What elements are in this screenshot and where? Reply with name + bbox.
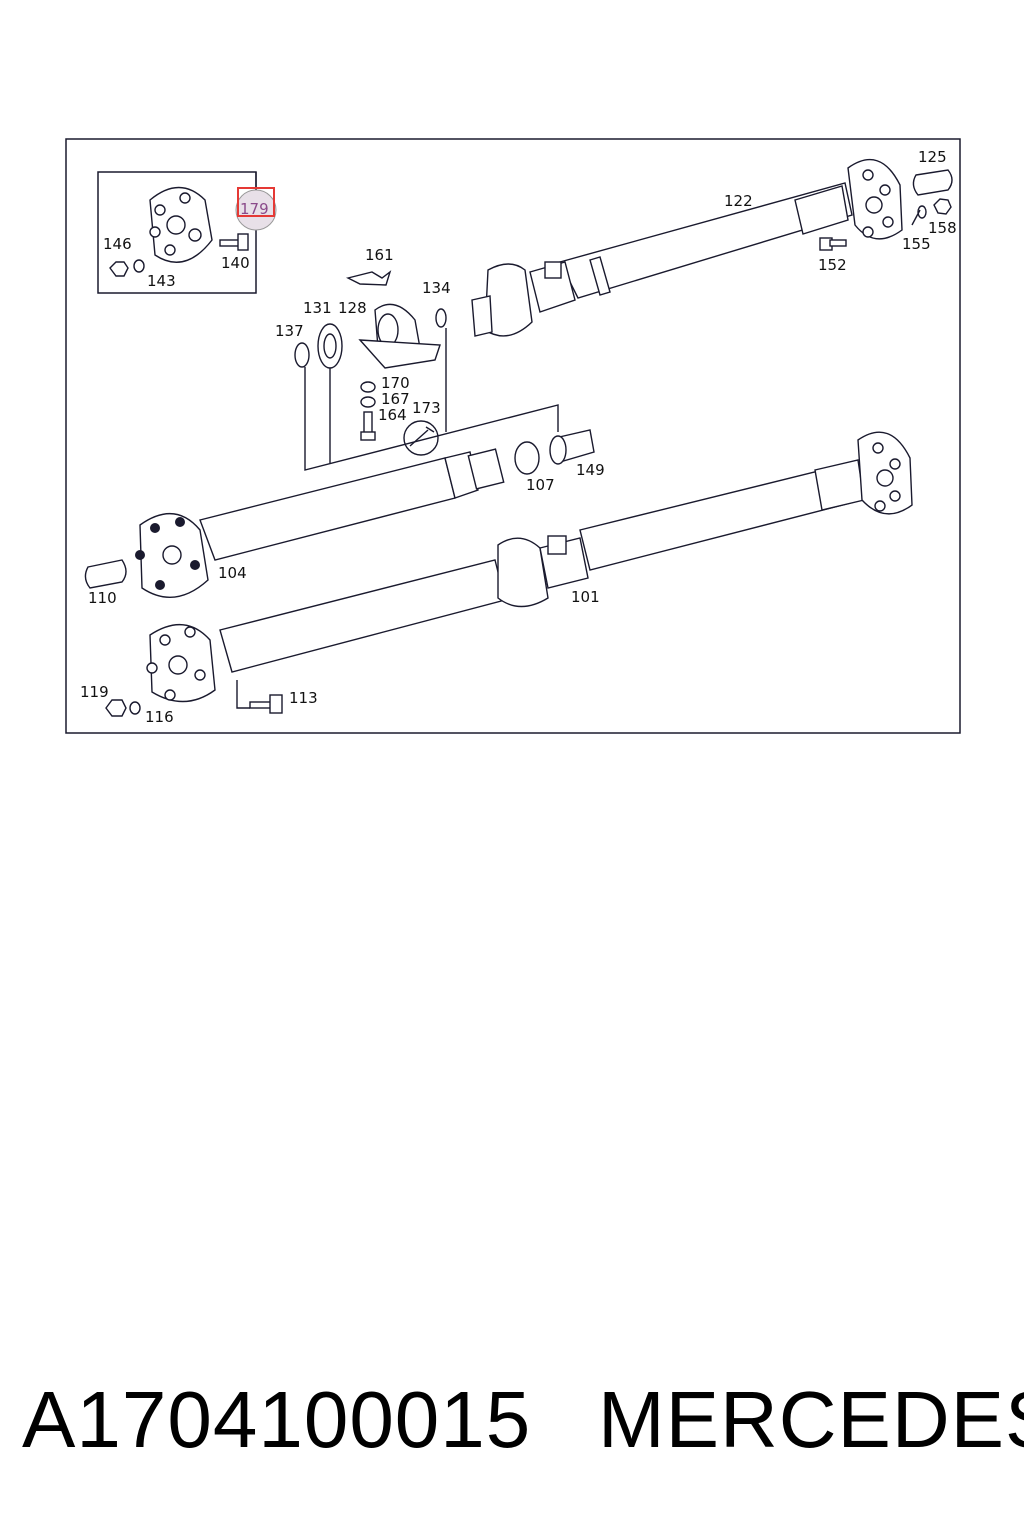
callout-158: 158 [928,219,957,237]
callout-119: 119 [80,683,109,701]
upper-universal-joint [471,261,576,337]
bolt-113 [249,694,283,714]
washer-170 [360,381,376,393]
callout-179-circle [235,189,277,231]
callout-143: 143 [147,272,176,290]
inset-washer-143 [133,259,145,273]
callout-101: 101 [571,588,600,606]
center-bearing-support-128 [358,303,441,369]
inset-bolt-140 [219,233,249,251]
bolt-152 [819,237,847,251]
brand-name: MERCEDES [598,1375,1024,1464]
callout-152: 152 [818,256,847,274]
callout-155: 155 [902,235,931,253]
callout-137: 137 [275,322,304,340]
callout-125: 125 [918,148,947,166]
callout-167: 167 [381,390,410,408]
tool-173 [403,420,439,456]
callout-110: 110 [88,589,117,607]
callout-140: 140 [221,254,250,272]
lower-universal-joint [497,535,589,608]
highlight-box-179 [237,187,275,217]
lower-flex-disc-right [857,431,913,515]
callout-149: 149 [576,461,605,479]
inset-nut-146 [109,261,129,277]
nut-107 [514,441,540,475]
lower-flex-disc-left [146,623,216,703]
footer: A1704100015 MERCEDES [0,1370,1024,1480]
callout-134: 134 [422,279,451,297]
callout-179: 179 [240,200,269,218]
callout-146: 146 [103,235,132,253]
callout-122: 122 [724,192,753,210]
nut-119 [105,699,127,717]
middle-propeller-shaft-104 [199,448,505,561]
inset-flex-disc [149,186,213,263]
left-flex-disc-104 [135,512,209,598]
spring-washer-167 [360,396,376,408]
sleeve-125 [912,169,953,196]
callout-161: 161 [365,246,394,264]
nut-158 [933,198,952,215]
washer-116 [129,701,141,715]
callout-104: 104 [218,564,247,582]
washer-155 [917,205,927,219]
sleeve-110 [84,559,127,589]
callout-107: 107 [526,476,555,494]
lower-propeller-shaft-101 [219,459,865,673]
callout-113: 113 [289,689,318,707]
callout-116: 116 [145,708,174,726]
callout-164: 164 [378,406,407,424]
callout-170: 170 [381,374,410,392]
upper-propeller-shaft-122 [558,182,853,299]
part-number: A1704100015 [22,1375,532,1464]
exploded-parts-diagram: 101 104 107 110 113 116 119 122 125 128 … [65,138,961,734]
clip-161 [345,270,392,286]
callout-173: 173 [412,399,441,417]
inset-frame [97,171,257,294]
bolt-164 [360,411,376,441]
callout-131: 131 [303,299,332,317]
callout-128: 128 [338,299,367,317]
upper-flex-disc-right [847,158,903,240]
diagram-frame [65,138,961,734]
washer-134 [435,308,447,328]
ring-137 [294,342,310,368]
